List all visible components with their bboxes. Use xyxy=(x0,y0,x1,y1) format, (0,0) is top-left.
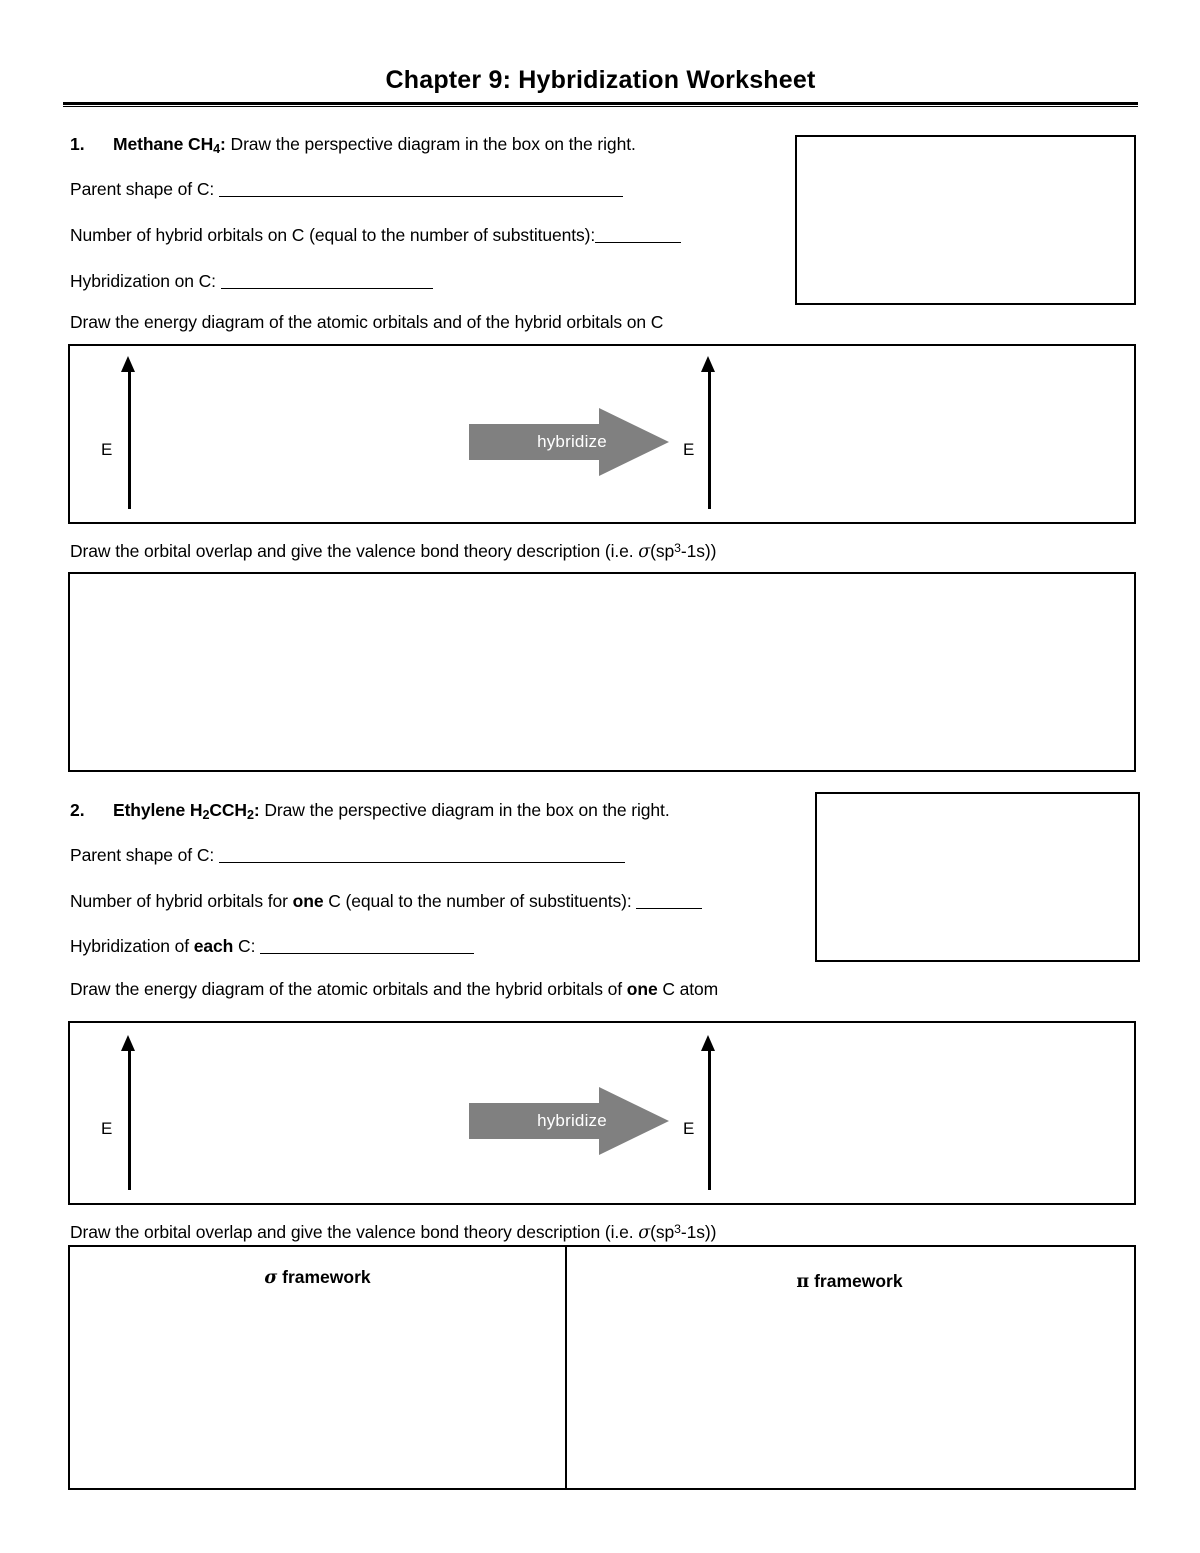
sigma-framework-text: framework xyxy=(277,1267,371,1287)
question-2-hybrid-count-blank[interactable] xyxy=(636,894,703,909)
question-1-parent-shape-line: Parent shape of C: xyxy=(70,178,623,200)
question-2-overlap-instruction: Draw the orbital overlap and give the va… xyxy=(70,1218,716,1244)
sigma-symbol: σ xyxy=(264,1268,278,1288)
question-2-energy-instruction-post: C atom xyxy=(657,979,719,999)
hybridize-arrow-icon xyxy=(469,408,669,476)
page-title: Chapter 9: Hybridization Worksheet xyxy=(385,66,816,94)
question-1-parent-shape-label: Parent shape of C: xyxy=(70,179,219,199)
energy-axis-right-label: E xyxy=(683,440,695,459)
hybridize-arrow-icon xyxy=(469,1087,669,1155)
sigma-symbol: σ xyxy=(638,542,651,563)
question-1-number: 1. xyxy=(70,134,85,154)
energy-axis-right-arrowhead-icon xyxy=(701,356,715,372)
question-1-overlap-instruction: Draw the orbital overlap and give the va… xyxy=(70,537,716,563)
question-1-hybridization-label: Hybridization on C: xyxy=(70,271,221,291)
question-1-overlap-mid: (sp xyxy=(650,541,675,562)
question-2-hybrid-count-line: Number of hybrid orbitals for one C (equ… xyxy=(70,890,703,912)
question-2-title-sub2: 2 xyxy=(246,807,254,822)
question-2-hybrid-count-pre: Number of hybrid orbitals for xyxy=(70,891,293,911)
question-1-overlap-pre: Draw the orbital overlap and give the va… xyxy=(70,541,639,562)
question-1-overlap-post: -1s)) xyxy=(680,541,717,562)
sigma-framework-cell-label: σ framework xyxy=(70,1267,565,1288)
question-2-title-rest: Draw the perspective diagram in the box … xyxy=(259,800,670,820)
title-divider xyxy=(63,102,1138,107)
question-2-overlap-pre: Draw the orbital overlap and give the va… xyxy=(70,1222,639,1243)
energy-axis-right-arrowhead-icon xyxy=(701,1035,715,1051)
question-2-hybridization-line: Hybridization of each C: xyxy=(70,935,475,957)
question-1-title-bold: Methane CH xyxy=(113,134,214,154)
question-2-perspective-drawing-box[interactable] xyxy=(815,792,1140,962)
question-2-overlap-sup: 3 xyxy=(674,1222,681,1236)
question-1-hybrid-count-label: Number of hybrid orbitals on C (equal to… xyxy=(70,225,596,245)
question-2-hybrid-count-post: C (equal to the number of substituents): xyxy=(323,891,637,911)
pi-framework-text: framework xyxy=(809,1271,903,1291)
question-1-hybrid-count-line: Number of hybrid orbitals on C (equal to… xyxy=(70,224,682,246)
pi-framework-cell-label: π framework xyxy=(565,1271,1134,1292)
energy-axis-left-arrowhead-icon xyxy=(121,1035,135,1051)
question-2-energy-diagram-box[interactable]: E E hybridize xyxy=(68,1021,1136,1205)
energy-axis-left-label: E xyxy=(101,440,113,459)
question-2-title-bold2: CCH xyxy=(209,800,247,820)
question-2-parent-shape-line: Parent shape of C: xyxy=(70,844,625,866)
energy-axis-right xyxy=(708,371,711,509)
question-2-energy-instruction: Draw the energy diagram of the atomic or… xyxy=(70,978,718,1000)
question-2-energy-instruction-bold: one xyxy=(626,979,658,999)
question-2-hybrid-count-bold: one xyxy=(292,891,324,911)
pi-symbol: π xyxy=(796,1272,810,1292)
question-1-hybrid-count-blank[interactable] xyxy=(595,228,682,243)
framework-table: σ framework π framework xyxy=(68,1245,1136,1490)
question-1-overlap-sup: 3 xyxy=(674,541,681,555)
question-2-parent-shape-blank[interactable] xyxy=(218,848,625,863)
energy-axis-right-label: E xyxy=(683,1119,695,1138)
question-2-hybridization-pre: Hybridization of xyxy=(70,936,194,956)
question-1-hybridization-blank[interactable] xyxy=(220,274,433,289)
hybridize-arrow-label: hybridize xyxy=(537,432,607,451)
question-2-hybridization-blank[interactable] xyxy=(260,939,475,954)
question-1-energy-instruction: Draw the energy diagram of the atomic or… xyxy=(70,312,664,332)
energy-axis-left xyxy=(128,1050,131,1190)
question-2-number: 2. xyxy=(70,800,85,820)
question-1-title-sub: 4 xyxy=(213,141,221,156)
energy-axis-left-label: E xyxy=(101,1119,113,1138)
energy-axis-left-arrowhead-icon xyxy=(121,356,135,372)
hybridize-arrow-label: hybridize xyxy=(537,1111,607,1130)
question-2-parent-shape-label: Parent shape of C: xyxy=(70,845,219,865)
question-2-hybridization-post: C: xyxy=(233,936,261,956)
question-1-energy-diagram-box[interactable]: E E hybridize xyxy=(68,344,1136,524)
question-1-title-rest: Draw the perspective diagram in the box … xyxy=(225,134,636,154)
question-1-parent-shape-blank[interactable] xyxy=(218,182,623,197)
question-2-title-sub1: 2 xyxy=(202,807,210,822)
question-2-title-bold: Ethylene H xyxy=(113,800,203,820)
energy-axis-left xyxy=(128,371,131,509)
question-1-title-colon: : xyxy=(220,134,226,154)
question-2-hybridization-bold: each xyxy=(193,936,234,956)
question-2-energy-instruction-pre: Draw the energy diagram of the atomic or… xyxy=(70,979,627,999)
question-1-hybridization-line: Hybridization on C: xyxy=(70,270,433,292)
question-2-overlap-post: -1s)) xyxy=(680,1222,717,1243)
question-1-orbital-overlap-answer-box[interactable] xyxy=(68,572,1136,772)
question-1-heading: Methane CH4: Draw the perspective diagra… xyxy=(113,133,636,160)
framework-table-divider xyxy=(565,1245,567,1490)
energy-axis-right xyxy=(708,1050,711,1190)
question-2-overlap-mid: (sp xyxy=(650,1222,675,1243)
question-1-perspective-drawing-box[interactable] xyxy=(795,135,1136,305)
sigma-symbol: σ xyxy=(638,1223,651,1244)
question-2-heading: Ethylene H2CCH2: Draw the perspective di… xyxy=(113,799,670,826)
question-2-title-colon: : xyxy=(253,800,260,820)
